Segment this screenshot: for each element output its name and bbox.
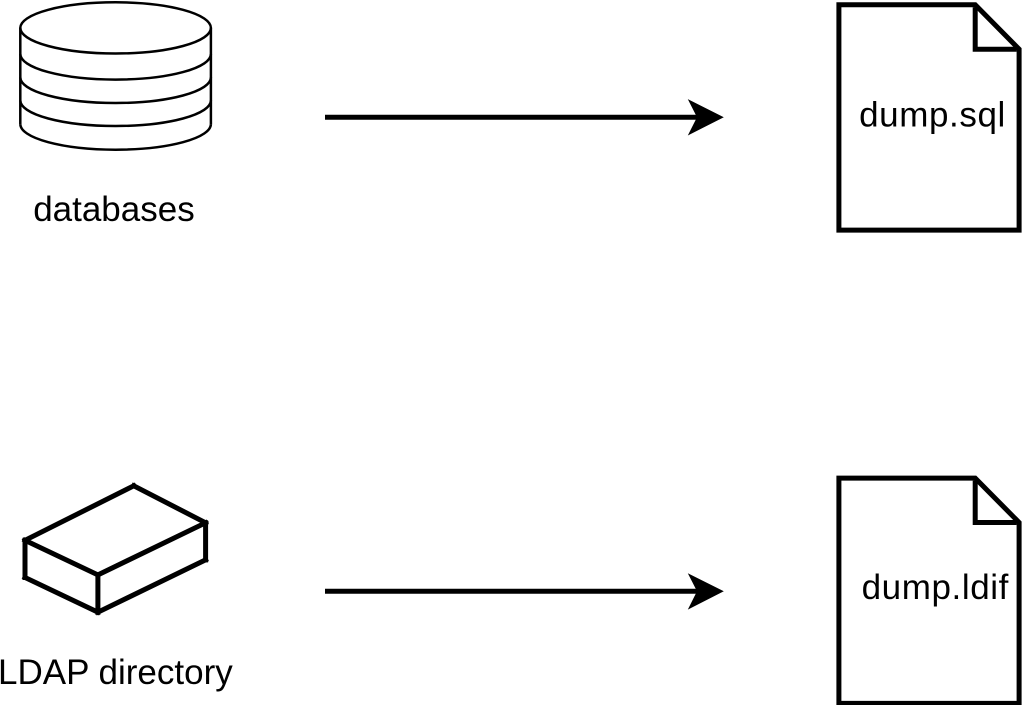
- svg-text:databases: databases: [33, 190, 195, 229]
- svg-text:LDAP directory: LDAP directory: [0, 653, 233, 692]
- svg-text:dump.sql: dump.sql: [859, 95, 1006, 134]
- svg-text:dump.ldif: dump.ldif: [862, 568, 1009, 607]
